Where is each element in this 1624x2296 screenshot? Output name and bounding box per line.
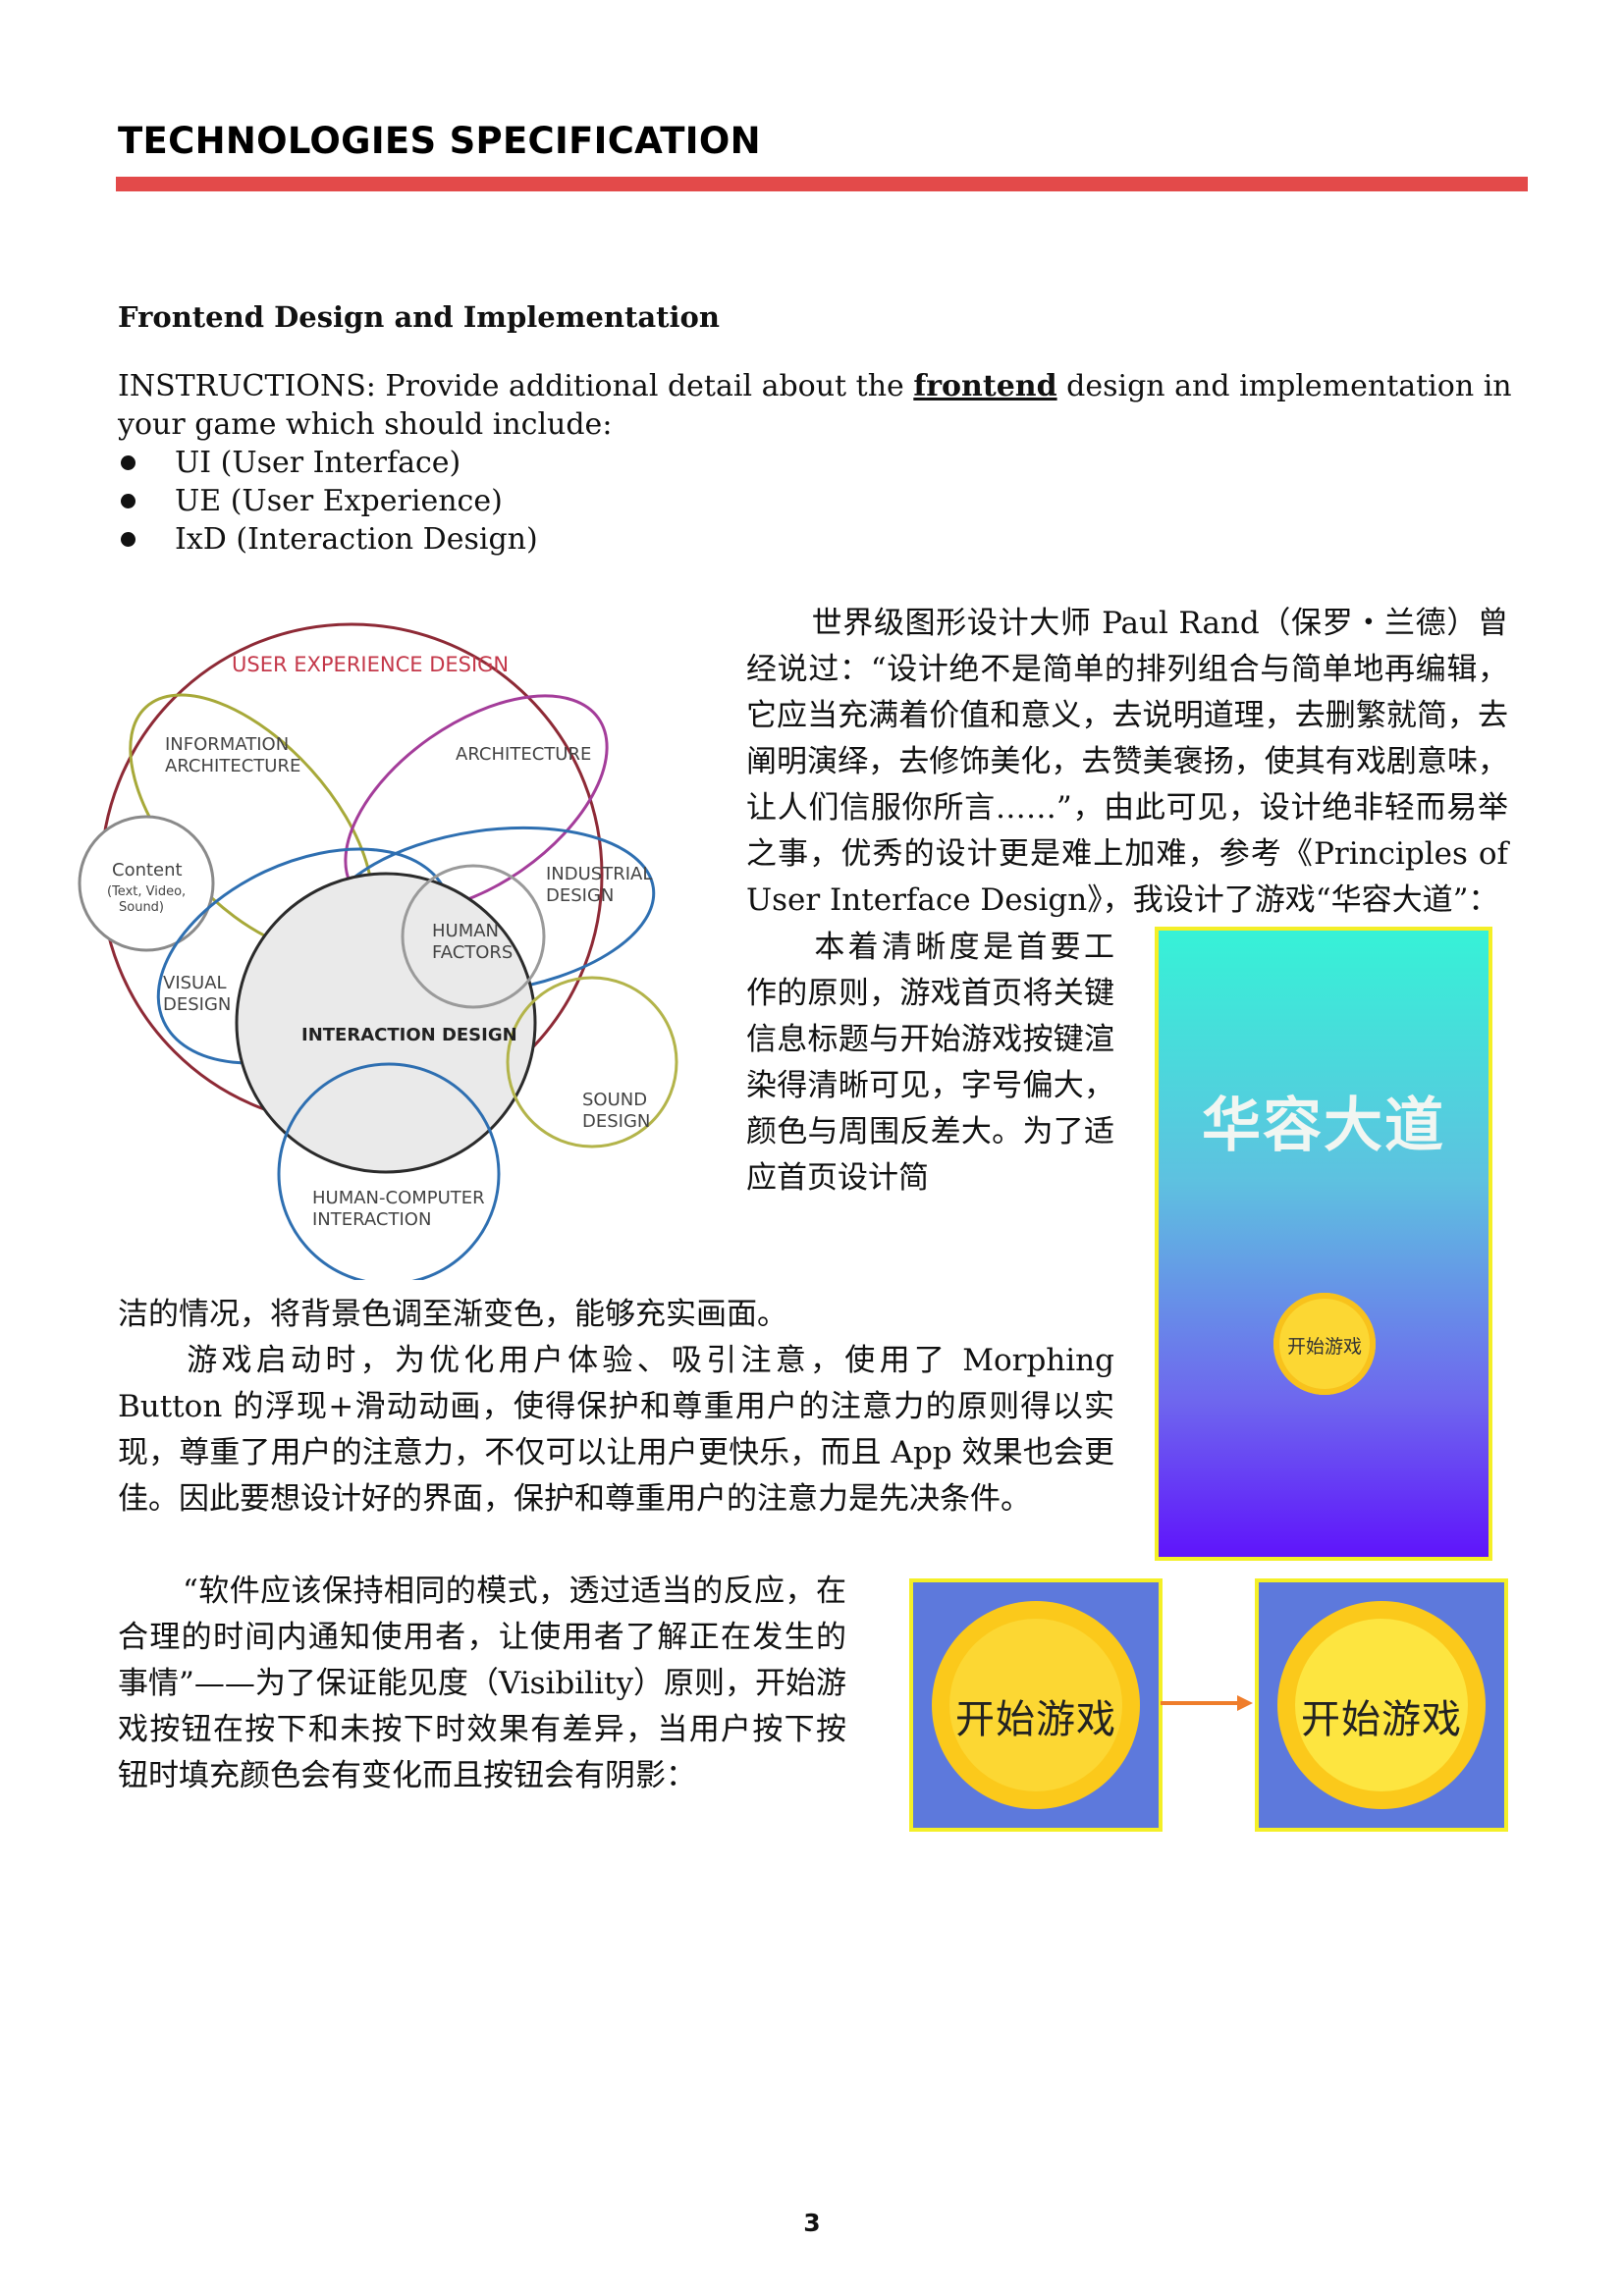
hci-label-2: INTERACTION (312, 1209, 431, 1230)
bullet-dot-icon (121, 532, 135, 547)
interaction-design-circle (235, 872, 537, 1174)
instructions-text: INSTRUCTIONS: Provide additional detail … (118, 367, 1512, 444)
header-divider (116, 177, 1528, 191)
game-home-screenshot: 华容大道 开始游戏 (1155, 927, 1492, 1561)
human-factors-label-1: HUMAN (432, 921, 499, 941)
visual-label-2: DESIGN (163, 994, 231, 1015)
content-sub-label-2: Sound) (119, 900, 164, 915)
architecture-label: ARCHITECTURE (456, 744, 591, 765)
bullet-list: UI (User Interface) UE (User Experience)… (118, 444, 538, 559)
bullet-item: IxD (Interaction Design) (118, 520, 538, 559)
bullet-text: UI (User Interface) (175, 446, 461, 480)
industrial-label-2: DESIGN (546, 885, 614, 906)
human-factors-circle (401, 864, 546, 1009)
page-number: 3 (803, 2209, 821, 2237)
ia-label-1: INFORMATION (165, 734, 289, 755)
bullet-dot-icon (121, 455, 135, 470)
paragraph-clarity: 本着清晰度是首要工作的原则，游戏首页将关键信息标题与开始游戏按键渲染得清晰可见，… (746, 925, 1114, 1201)
state-arrow-icon (1161, 1695, 1253, 1711)
sound-design-circle (506, 976, 678, 1148)
paragraph-attention: 洁的情况，将背景色调至渐变色，能够充实画面。游戏启动时，为优化用户体验、吸引注意… (118, 1292, 1114, 1522)
instructions-emphasis: frontend (913, 369, 1057, 403)
bullet-item: UE (User Experience) (118, 482, 538, 520)
paragraph-paul-rand: 世界级图形设计大师 Paul Rand（保罗・兰德）曾经说过：“设计绝不是简单的… (746, 601, 1508, 924)
page-header-title: TECHNOLOGIES SPECIFICATION (118, 120, 761, 162)
button-state-unpressed: 开始游戏 (909, 1578, 1163, 1832)
paragraph-text: 游戏启动时，为优化用户体验、吸引注意，使用了 Morphing Button 的… (118, 1343, 1114, 1517)
bullet-dot-icon (121, 494, 135, 508)
paragraph-visibility: “软件应该保持相同的模式，透过适当的反应，在合理的时间内通知使用者，让使用者了解… (118, 1569, 846, 1799)
sound-label-1: SOUND (582, 1090, 647, 1110)
button-inner-circle (949, 1619, 1122, 1791)
bullet-item: UI (User Interface) (118, 444, 538, 482)
ux-venn-diagram: USER EXPERIENCE DESIGN INFORMATION ARCHI… (78, 622, 678, 1280)
hci-label-1: HUMAN-COMPUTER (312, 1188, 485, 1208)
paragraph-continuation: 洁的情况，将背景色调至渐变色，能够充实画面。 (118, 1297, 787, 1332)
content-label: Content (112, 860, 183, 881)
hci-circle (277, 1062, 501, 1280)
paragraph-text: 本着清晰度是首要工作的原则，游戏首页将关键信息标题与开始游戏按键渲染得清晰可见，… (746, 930, 1114, 1196)
human-factors-label-2: FACTORS (432, 942, 513, 963)
instructions-after: design and implementation in your game w… (118, 369, 1512, 442)
sound-label-2: DESIGN (582, 1111, 650, 1132)
start-game-button-pressed[interactable]: 开始游戏 (1277, 1601, 1486, 1809)
instructions-before: INSTRUCTIONS: Provide additional detail … (118, 369, 914, 403)
content-sub-label-1: (Text, Video, (107, 884, 186, 899)
ux-label: USER EXPERIENCE DESIGN (232, 653, 509, 676)
paragraph-text: 世界级图形设计大师 Paul Rand（保罗・兰德）曾经说过：“设计绝不是简单的… (746, 606, 1508, 918)
paragraph-text: “软件应该保持相同的模式，透过适当的反应，在合理的时间内通知使用者，让使用者了解… (118, 1574, 846, 1793)
ia-label-2: ARCHITECTURE (165, 756, 300, 776)
content-circle (78, 815, 215, 952)
section-heading: Frontend Design and Implementation (118, 300, 720, 334)
bullet-text: IxD (Interaction Design) (175, 522, 538, 557)
industrial-label-1: INDUSTRIAL (546, 864, 652, 884)
ixd-label: INTERACTION DESIGN (301, 1025, 517, 1045)
button-label: 开始游戏 (955, 1697, 1116, 1742)
button-state-pressed: 开始游戏 (1255, 1578, 1508, 1832)
button-inner-circle (1295, 1619, 1468, 1791)
visual-label-1: VISUAL (163, 973, 227, 993)
game-title: 华容大道 (1202, 1092, 1445, 1160)
start-game-button-unpressed[interactable]: 开始游戏 (932, 1601, 1140, 1809)
start-game-button[interactable]: 开始游戏 (1273, 1293, 1376, 1395)
start-game-label: 开始游戏 (1286, 1336, 1362, 1358)
bullet-text: UE (User Experience) (175, 484, 503, 518)
button-label: 开始游戏 (1301, 1697, 1462, 1742)
